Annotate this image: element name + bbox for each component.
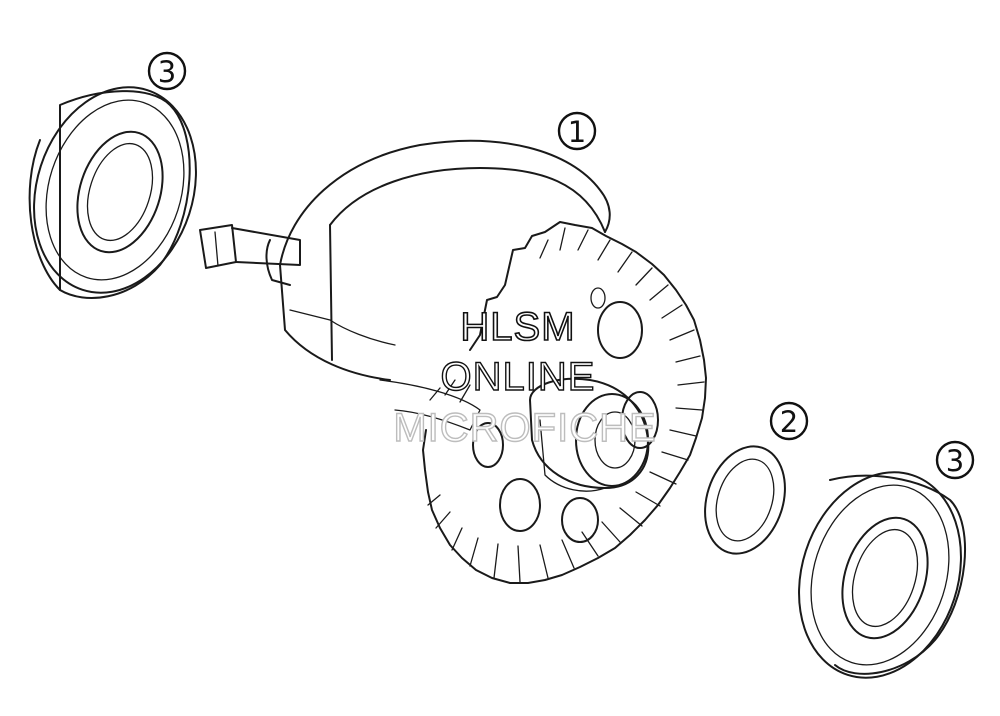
callout-bearing-left: 3 bbox=[147, 51, 187, 91]
callout-bearing-left-number: 3 bbox=[158, 55, 176, 89]
callout-washer-number: 2 bbox=[780, 405, 798, 439]
crankshaft-assembly bbox=[199, 139, 707, 584]
watermark-line3: MICROFICHE bbox=[393, 406, 656, 450]
thrust-washer bbox=[704, 445, 786, 555]
callout-crankshaft-number: 1 bbox=[568, 115, 586, 149]
callout-bearing-right: 3 bbox=[935, 440, 975, 480]
ball-bearing-right bbox=[798, 471, 966, 679]
callout-crankshaft: 1 bbox=[557, 111, 597, 151]
watermark: HLSM ONLINE MICROFICHE bbox=[393, 304, 657, 451]
callout-washer: 2 bbox=[769, 401, 809, 441]
ball-bearing-left bbox=[28, 86, 197, 299]
watermark-line1: HLSM bbox=[460, 305, 575, 349]
callout-bearing-right-number: 3 bbox=[946, 444, 964, 478]
watermark-line2: ONLINE bbox=[441, 355, 596, 399]
